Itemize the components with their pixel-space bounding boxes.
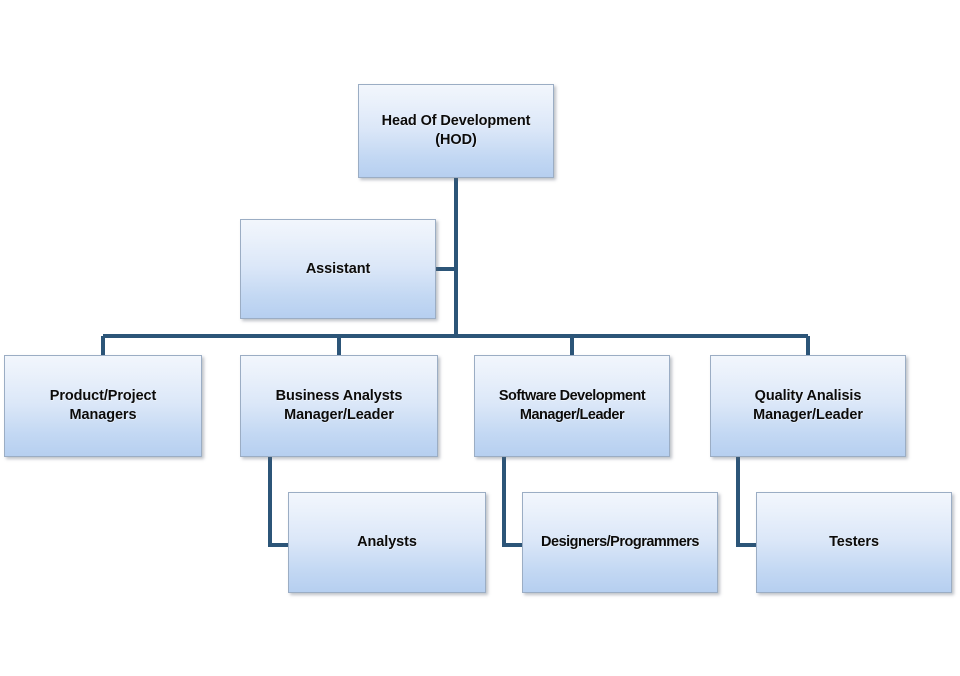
node-label-testers: Testers [829, 534, 879, 551]
node-product-project-managers[interactable]: Product/Project Managers [4, 355, 202, 457]
connector-software-development-to-designers [502, 457, 522, 547]
node-label-quality-analisis-manager: Quality Analisis Manager/Leader [753, 388, 863, 423]
node-quality-analisis-manager[interactable]: Quality Analisis Manager/Leader [710, 355, 906, 457]
node-label-analysts: Analysts [357, 534, 417, 551]
node-software-development-manager[interactable]: Software Development Manager/Leader [474, 355, 670, 457]
node-label-designers-programmers: Designers/Programmers [541, 534, 699, 551]
node-testers[interactable]: Testers [756, 492, 952, 593]
node-business-analysts-manager[interactable]: Business Analysts Manager/Leader [240, 355, 438, 457]
connector-quality-analisis-to-testers [736, 457, 756, 547]
node-analysts[interactable]: Analysts [288, 492, 486, 593]
node-label-software-development-manager: Software Development Manager/Leader [498, 388, 646, 423]
node-label-head-of-development: Head Of Development (HOD) [381, 113, 531, 148]
connector-business-analysts-to-analysts [268, 457, 288, 547]
node-label-assistant: Assistant [305, 260, 371, 277]
node-assistant[interactable]: Assistant [240, 219, 436, 319]
node-label-business-analysts-manager: Business Analysts Manager/Leader [275, 388, 403, 423]
node-designers-programmers[interactable]: Designers/Programmers [522, 492, 718, 593]
node-head-of-development[interactable]: Head Of Development (HOD) [358, 84, 554, 178]
node-label-product-project-managers: Product/Project Managers [49, 388, 157, 423]
